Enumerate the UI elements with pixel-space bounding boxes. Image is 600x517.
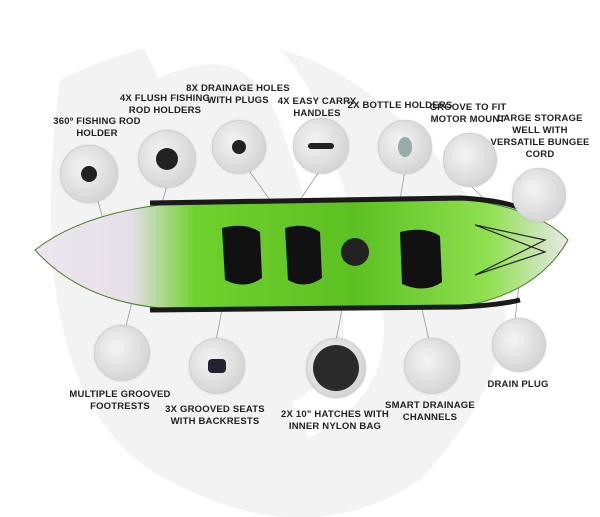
footrest-icon — [94, 325, 150, 381]
seats — [222, 225, 442, 289]
feature-label: 3X GROOVED SEATS WITH BACKRESTS — [165, 404, 265, 427]
drainage-channel-icon — [404, 338, 460, 394]
feature-label: LARGE STORAGE WELL WITH VERSATILE BUNGEE… — [490, 113, 590, 160]
feature-label: 4X FLUSH FISHING ROD HOLDERS — [119, 93, 211, 116]
drainage-hole-icon — [212, 120, 266, 174]
bottle-holder-icon — [378, 120, 432, 174]
motor-mount-groove-icon — [443, 133, 497, 187]
hatch — [341, 238, 369, 266]
rod-holder-icon — [60, 145, 118, 203]
feature-label: 4X EASY CARRY HANDLES — [277, 96, 357, 119]
feature-label: 8X DRAINAGE HOLES WITH PLUGS — [186, 83, 290, 106]
storage-well-icon — [512, 168, 566, 222]
carry-handle-icon — [293, 118, 349, 174]
feature-label: 2X 10" HATCHES WITH INNER NYLON BAG — [281, 409, 389, 432]
hatch-icon — [306, 338, 366, 398]
flush-rod-holder-icon — [138, 130, 196, 188]
feature-label: GROOVE TO FIT MOTOR MOUNT — [429, 102, 507, 125]
feature-label: DRAIN PLUG — [487, 379, 549, 390]
feature-label: MULTIPLE GROOVED FOOTRESTS — [69, 389, 171, 412]
feature-label: 360º FISHING ROD HOLDER — [53, 116, 141, 139]
seat-icon — [189, 338, 245, 394]
drain-plug-icon — [492, 318, 546, 372]
feature-label: 2X BOTTLE HOLDERS — [347, 100, 453, 111]
bottom-rail — [149, 297, 521, 313]
bungee-cord — [474, 224, 547, 276]
feature-label: SMART DRAINAGE CHANNELS — [385, 400, 475, 423]
